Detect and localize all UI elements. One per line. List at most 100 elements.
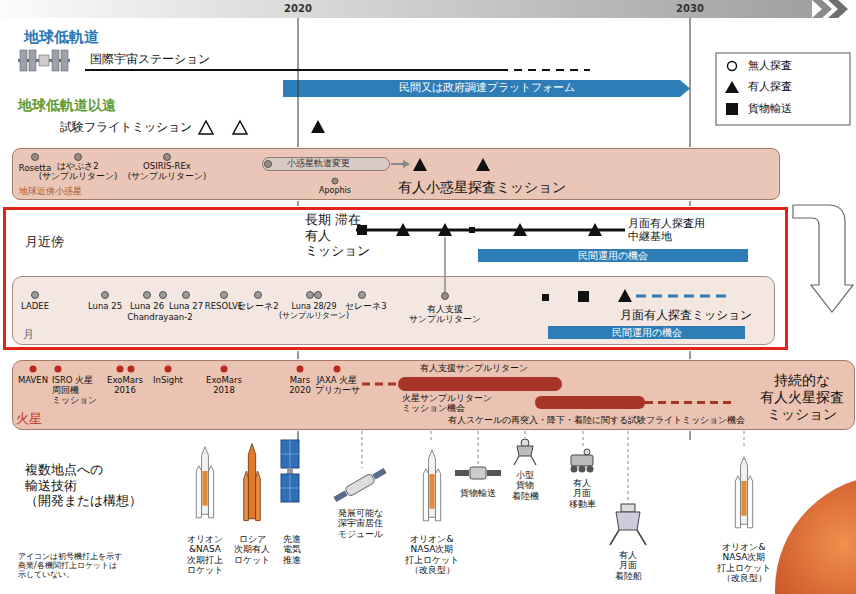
moon-marks [102,292,109,299]
leader-line [362,431,744,502]
timeline-label: Luna 25 [88,302,122,312]
test-flight-marks [311,120,325,133]
timeline-label: 有人小惑星探査ミッション [398,179,566,196]
timeline-label: Luna 28/29 (サンプルリターン) [278,302,350,320]
crew-lander-icon [610,530,619,545]
bar-text: 民間運用の機会 [612,327,682,338]
band-heading: 火星 [16,412,42,426]
timeline-label: InSight [153,376,183,386]
rover-icon [584,449,590,455]
electric-propulsion-icon [287,468,293,474]
timeline-label: 有人 月面 着陸船 [614,550,642,581]
asteroid-marks [265,161,272,168]
lunar-vicinity-timeline [438,223,452,236]
iss-icon [39,55,49,66]
iss-timeline [500,69,590,71]
leader-line [744,431,745,448]
timeline-label: アイコンは初号機打上を示す 商業/各機関打上ロケットは 示していない。 [18,552,123,580]
timeline-label: Luna 26 [130,302,164,312]
cargo-icon [455,470,469,476]
leader-line [362,431,363,468]
asteroid-marks [413,158,427,171]
band-heading: 月 [23,329,34,341]
legend-text: 貨物輸送 [748,102,792,116]
flow-arrow [793,205,853,312]
timeline-label: MAVEN [18,376,48,386]
year-line [690,431,691,440]
asteroid-marks [476,158,490,171]
timeline-label: 月面有人探査用 中継基地 [628,218,706,243]
rover-icon [579,466,586,473]
timeline-label: セレーネ3 [345,302,386,312]
lunar-vicinity-timeline [444,237,446,292]
year-line [690,201,691,206]
lunar-vicinity-timeline [513,223,527,236]
legend-box [728,62,737,71]
timeline-label: 地球低軌道以遠 [18,97,116,114]
timeline-label: 貨物輸送 [460,488,496,498]
rocket-icon [735,457,752,528]
iss-icon [61,50,68,71]
deflection-box: 小惑星軌道変更 [262,157,390,171]
timeline-label: 発展可能な 深宇宙居住 モジュール [337,508,383,539]
lunar-vicinity-timeline [356,229,625,232]
timeline-label: 試験フライトミッション [60,121,192,135]
timeline-label: セレーネ2 [237,302,278,312]
timeline-label: オリオン& NASA次期 打上ロケット （改良型） [405,534,460,575]
mars-marks [128,366,135,373]
rover-icon [571,466,578,473]
small-lander-icon [514,439,536,465]
habitat-module-icon [372,468,386,480]
mars-marks [334,366,341,373]
timeline-label: 複数地点への 輸送技術 （開発または構想） [25,462,143,509]
bar-text: 民間運用の機会 [578,250,648,261]
lunar-vicinity-timeline [469,227,475,233]
mars-marks [221,366,228,373]
small-lander-icon [517,446,533,456]
moon-marks [618,289,632,302]
year-line [298,201,299,206]
asteroid-marks [32,154,39,161]
cargo-icon [470,467,486,479]
legend-box [716,53,850,125]
opportunity-bar: 民間運用の機会 [478,249,748,262]
timeline-label: Luna 27 [169,302,203,312]
timeline-label: 先進 電気 推進 [283,534,302,565]
test-flight-marks [199,120,325,134]
leader-line [431,431,432,442]
timeline-label: 火星サンプルリターン ミッション機会 [402,393,493,414]
electric-propulsion-icon [281,440,299,502]
timeline-label: JAXA 火星 プリカーサ [314,376,360,396]
iss-timeline [85,70,590,71]
rover-icon [571,449,594,473]
cargo-icon [455,467,501,479]
timeline-label: 小型 貨物 着陸機 [511,470,539,501]
year-line [298,431,299,440]
rover-icon [571,455,593,466]
timeline-label: ISRO 火星 周回機 ミッション [52,376,98,405]
mars-planet [775,475,856,594]
year-line [298,18,299,147]
year-line [690,18,691,147]
mars-marks [30,366,736,410]
crew-lander-icon [616,512,640,530]
mars-marks [535,396,645,409]
mars-marks [398,377,562,391]
year-line [690,351,691,359]
mars-marks [55,366,62,373]
timeline-bar [0,0,812,18]
legend-box [726,103,738,115]
timeline-label: 地球低軌道 [24,28,99,46]
leader-line [583,431,584,449]
legend-box [716,53,850,125]
opportunity-bar: 民間運用の機会 [548,326,745,339]
habitat-module-icon [345,473,376,497]
asteroid-marks [332,178,338,184]
iss-icon [29,50,36,71]
habitat-module-icon [332,466,387,504]
mars-planet [775,475,856,594]
moon-marks [359,292,366,299]
band-heading: 地球近傍小惑星 [19,187,82,197]
electric-propulsion-icon [281,440,299,468]
timeline-label: Mars 2020 [289,376,312,396]
